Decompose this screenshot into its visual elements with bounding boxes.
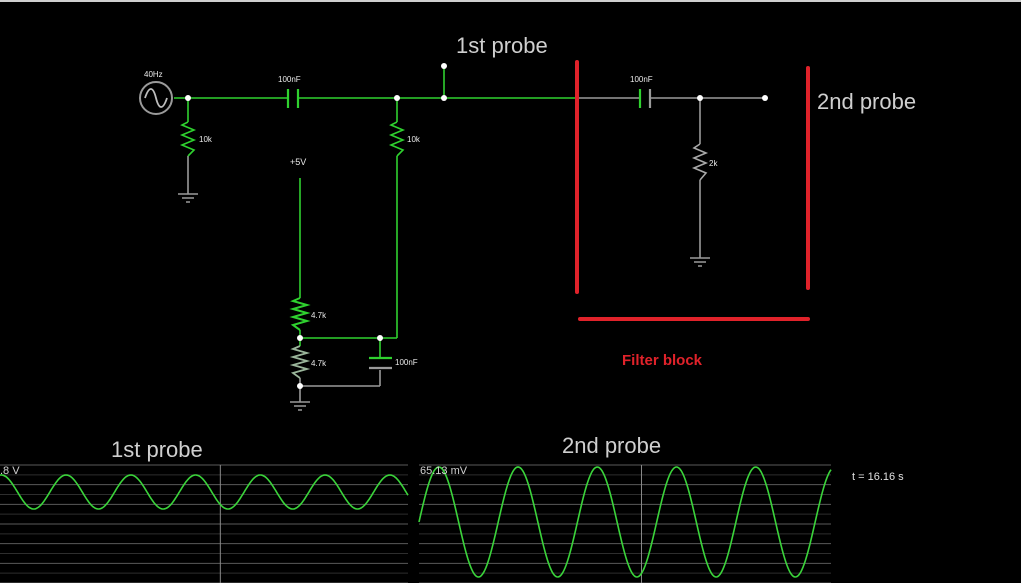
time-readout: t = 16.16 s	[852, 471, 904, 483]
supply-label: +5V	[290, 157, 307, 167]
resistor-r-div-top[interactable]	[289, 297, 311, 331]
ground-icon[interactable]	[290, 401, 310, 411]
scope-trace	[418, 466, 832, 578]
sine-icon	[144, 88, 168, 108]
c2-label: 100nF	[630, 75, 653, 84]
node	[697, 95, 703, 101]
ground-icon[interactable]	[690, 257, 710, 267]
capacitor-c-div[interactable]	[369, 356, 392, 370]
ground-icon[interactable]	[178, 193, 198, 203]
node	[394, 95, 400, 101]
nodes[interactable]	[185, 63, 768, 389]
output-terminal	[762, 95, 768, 101]
probe-node	[441, 95, 447, 101]
resistor-r-div-bottom[interactable]	[289, 345, 311, 379]
node	[297, 383, 303, 389]
filter-block-label: Filter block	[622, 352, 703, 369]
capacitor-c2[interactable]	[638, 89, 652, 108]
node	[297, 335, 303, 341]
r-div-top-label: 4.7k	[311, 311, 327, 320]
wires-active[interactable]	[174, 67, 576, 358]
scope-trace	[0, 474, 409, 510]
scope-2-title: 2nd probe	[562, 433, 662, 458]
probe-terminal	[441, 63, 447, 69]
probe-2-annotation: 2nd probe	[817, 89, 917, 114]
window-top-border	[0, 0, 1021, 2]
wires-inactive[interactable]	[187, 97, 765, 402]
resistor-r-source[interactable]	[179, 121, 197, 157]
probe-1-annotation: 1st probe	[456, 33, 548, 58]
scope-1-plot[interactable]	[0, 464, 409, 583]
scope-2-plot[interactable]	[418, 464, 832, 583]
c-div-label: 100nF	[395, 358, 418, 367]
scope-1-readout: .8 V	[0, 465, 20, 477]
scope-2-readout: 65.13 mV	[420, 465, 468, 477]
resistor-r-bias[interactable]	[388, 121, 406, 157]
node	[185, 95, 191, 101]
capacitor-c1[interactable]	[286, 89, 300, 108]
r-div-bottom-label: 4.7k	[311, 359, 327, 368]
scope-1-title: 1st probe	[111, 437, 203, 462]
ac-source[interactable]	[139, 81, 173, 115]
filter-block-outline	[575, 60, 810, 321]
r-bias-label: 10k	[407, 135, 420, 144]
source-label: 40Hz	[144, 70, 163, 79]
node	[377, 335, 383, 341]
resistor-r-load[interactable]	[691, 143, 709, 181]
c1-label: 100nF	[278, 75, 301, 84]
r-load-label: 2k	[709, 159, 718, 168]
r-source-label: 10k	[199, 135, 212, 144]
